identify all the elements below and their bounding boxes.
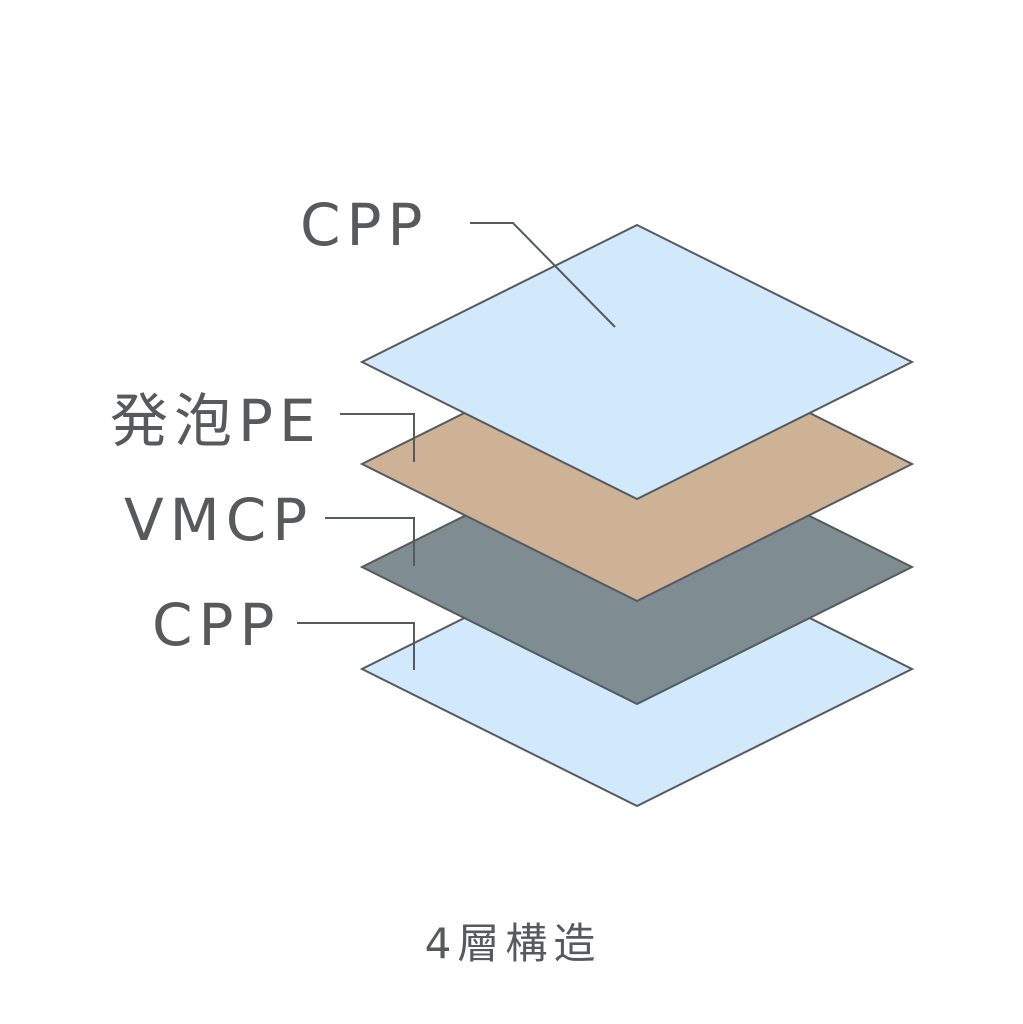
label-bottom-cpp: CPP <box>152 591 280 659</box>
leader-line-bottom-cpp <box>297 622 415 670</box>
leader-line-vmcp <box>325 517 415 566</box>
label-vmcp: VMCP <box>124 486 313 554</box>
label-foam-pe: 発泡PE <box>110 387 322 455</box>
leader-line-foam-pe <box>340 413 415 462</box>
label-top-cpp: CPP <box>300 191 428 259</box>
diagram-caption: 4層構造 <box>425 919 602 968</box>
layer-top-cpp <box>359 223 915 501</box>
leader-line-top-cpp <box>470 222 616 328</box>
